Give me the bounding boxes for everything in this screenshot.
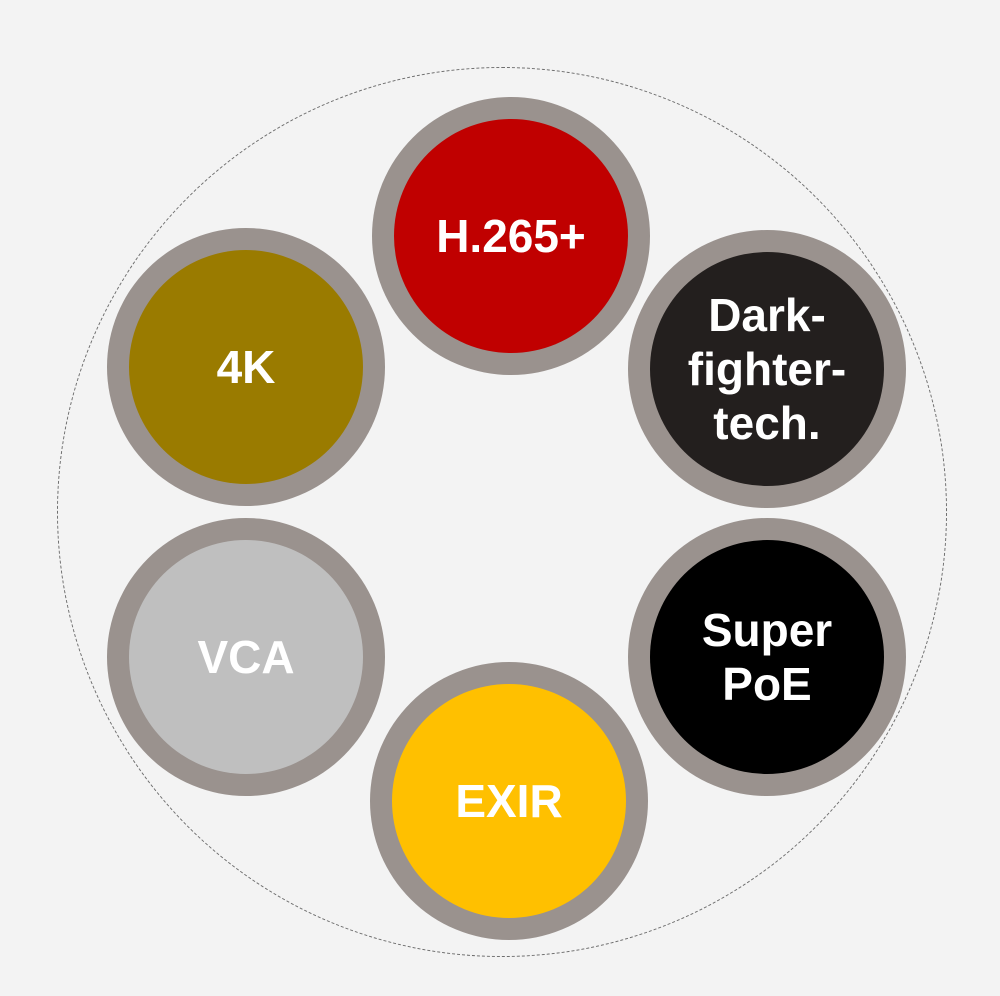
node-4k-core: 4K: [129, 250, 363, 484]
node-super-poe-core: Super PoE: [650, 540, 884, 774]
node-darkfighter-tech: Dark- fighter- tech.: [628, 230, 906, 508]
node-exir: EXIR: [370, 662, 648, 940]
node-vca: VCA: [107, 518, 385, 796]
node-darkfighter-tech-label: Dark- fighter- tech.: [687, 289, 847, 449]
node-vca-label: VCA: [197, 631, 295, 683]
node-exir-core: EXIR: [392, 684, 626, 918]
node-h265-plus-core: H.265+: [394, 119, 628, 353]
node-exir-label: EXIR: [455, 775, 563, 827]
node-darkfighter-tech-core: Dark- fighter- tech.: [650, 252, 884, 486]
dashed-outer-circle: [57, 67, 947, 957]
node-h265-plus: H.265+: [372, 97, 650, 375]
node-h265-plus-label: H.265+: [436, 210, 586, 262]
node-super-poe-label: Super PoE: [701, 604, 833, 710]
node-vca-core: VCA: [129, 540, 363, 774]
node-super-poe: Super PoE: [628, 518, 906, 796]
node-4k-label: 4K: [216, 341, 276, 393]
node-4k: 4K: [107, 228, 385, 506]
